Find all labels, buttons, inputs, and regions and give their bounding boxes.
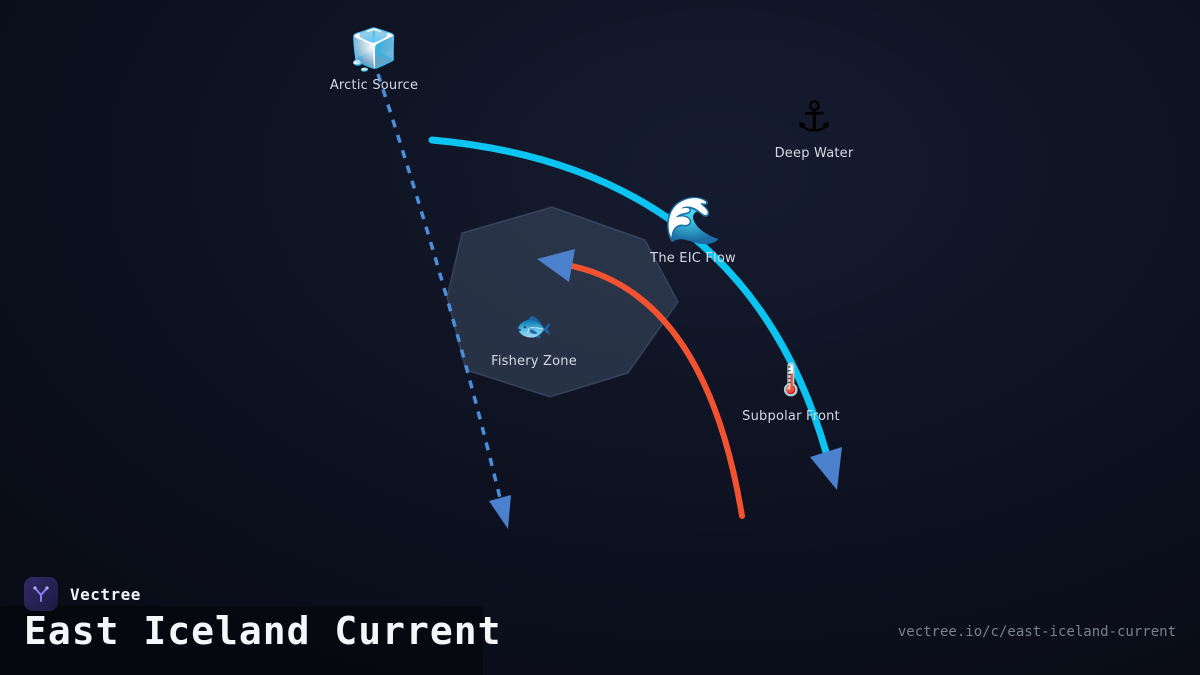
node-deep-water[interactable]: ⚓ Deep Water (774, 92, 854, 162)
node-subpolar-front-label: Subpolar Front (742, 409, 840, 424)
ice-cube-icon: 🧊 (349, 27, 399, 73)
fishery-zone-outline (446, 206, 679, 398)
anchor-icon: ⚓ (795, 92, 833, 141)
node-arctic-source[interactable]: 🧊 Arctic Source (330, 30, 418, 93)
node-fishery-zone-label: Fishery Zone (491, 354, 577, 369)
node-arctic-source-label: Arctic Source (329, 78, 419, 93)
node-fishery-zone[interactable]: 🐟 Fishery Zone (491, 309, 577, 370)
brand-row: Vectree (24, 577, 141, 611)
warm-return-arrowhead[interactable] (537, 249, 575, 282)
page-title: East Iceland Current (24, 609, 502, 653)
warm-return-path[interactable] (569, 263, 745, 519)
node-subpolar-front[interactable]: 🌡️ Subpolar Front (742, 362, 840, 425)
current-main-arrowhead[interactable] (810, 447, 842, 490)
node-deep-water-label: Deep Water (774, 146, 854, 161)
thermometer-icon: 🌡️ (771, 362, 811, 398)
drift-dashed-path[interactable] (376, 73, 502, 499)
node-eic-flow-label: The EIC Flow (650, 251, 736, 266)
node-eic-flow[interactable]: 🌊 The EIC Flow (650, 197, 736, 266)
fishery-zone-polygon[interactable] (447, 207, 678, 397)
title-backdrop (0, 606, 483, 675)
brand-name: Vectree (70, 584, 141, 604)
fish-icon: 🐟 (515, 309, 553, 344)
drift-arrowhead[interactable] (489, 495, 511, 529)
wave-icon: 🌊 (664, 193, 722, 247)
vectree-logo (24, 577, 58, 611)
page-url: vectree.io/c/east-iceland-current (897, 624, 1176, 640)
branch-icon (33, 586, 49, 602)
current-main-path[interactable] (428, 136, 830, 456)
